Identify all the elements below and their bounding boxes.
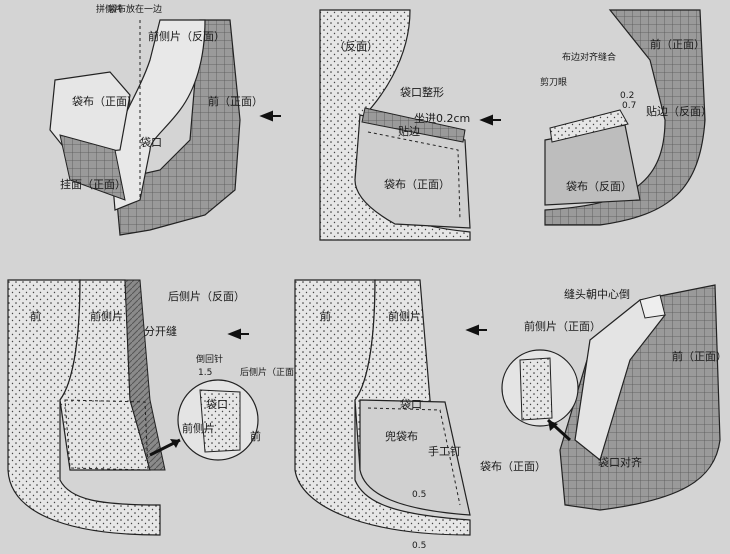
facing xyxy=(59,134,126,201)
label-set-in: 坐进0.2cm xyxy=(414,112,470,125)
back-side-piece xyxy=(124,279,166,471)
label-front-side: 前侧片 xyxy=(90,309,123,323)
label-front: 前 xyxy=(30,309,41,323)
label-0-5-a: 0.5 xyxy=(412,490,426,500)
label-front-side-reverse: 前侧片（反面） xyxy=(148,29,225,43)
label-front-side: 前侧片 xyxy=(388,309,421,323)
label-pocket-mouth: 袋口 xyxy=(206,397,228,411)
label-back-side-face: 后侧片（正面） xyxy=(240,366,303,378)
label-bag-reverse: 袋布（反面） xyxy=(566,179,632,193)
panel-2: （反面） 袋口整形 坐进0.2cm 贴边 袋布（正面） xyxy=(319,9,471,241)
label-bag-face: 袋布（正面） xyxy=(384,177,450,191)
label-side-panel: 拼侧片 xyxy=(96,3,123,15)
left-arrow-icon xyxy=(259,110,281,122)
label-facing-face: 挂面（正面） xyxy=(60,177,126,191)
stitch-line xyxy=(367,407,461,506)
left-arrow-icon xyxy=(479,114,501,126)
pocket-bag xyxy=(354,114,471,229)
lining-tabs xyxy=(639,294,666,319)
label-back-side-reverse: 后侧片（反面） xyxy=(168,290,245,303)
label-front-side-face: 前侧片（正面） xyxy=(524,319,601,333)
label-open-seam: 分开缝 xyxy=(144,324,177,338)
panel-5: 前 前侧片 袋口 兜袋布 手工钉 袋布（正面） 0.5 0.5 xyxy=(294,279,546,551)
label-bag-face: 袋布（正面） xyxy=(72,94,138,108)
label-0-7: 0.7 xyxy=(622,101,636,111)
label-reverse: （反面） xyxy=(334,40,378,53)
front-side-piece xyxy=(59,279,151,471)
label-0-2: 0.2 xyxy=(620,91,634,101)
front-piece xyxy=(544,9,706,226)
label-front: 前 xyxy=(320,309,331,323)
front-side-piece xyxy=(109,19,206,211)
pocket-outline xyxy=(64,399,149,471)
front-piece xyxy=(114,19,241,236)
facing-strip xyxy=(361,107,466,143)
label-1-5: 1.5 xyxy=(198,368,212,378)
label-0-5-b: 0.5 xyxy=(412,541,426,551)
label-pocket-mouth: 袋口 xyxy=(400,397,422,411)
label-edge-align: 布边对齐缝合 xyxy=(562,51,616,63)
label-bag-face: 袋布（正面） xyxy=(480,459,546,473)
pocket-bag xyxy=(49,71,131,156)
stitch-line xyxy=(367,131,461,221)
label-pocket-bag: 兜袋布 xyxy=(385,429,418,443)
label-seam-to-center: 缝头朝中心倒 xyxy=(564,287,630,301)
label-front-side-zoom: 前侧片 xyxy=(182,421,215,435)
pocket-bag xyxy=(359,399,471,516)
left-arrow-icon xyxy=(227,328,249,340)
panel-1: 拼侧片 袋布放在一边 前侧片（反面） 袋布（正面） 前（正面） 袋口 挂面（正面… xyxy=(49,3,263,236)
label-front-face: 前（正面） xyxy=(650,37,705,51)
label-front-zoom: 前 xyxy=(250,429,261,443)
facing-strip xyxy=(549,109,629,143)
label-pocket-align: 袋口对齐 xyxy=(598,455,642,469)
label-pocket-mouth: 袋口 xyxy=(140,135,162,149)
label-front-face: 前（正面） xyxy=(208,94,263,108)
label-notch: 剪刀眼 xyxy=(540,76,567,88)
label-backstitch: 倒回针 xyxy=(196,353,223,365)
panel-6: 缝头朝中心倒 前侧片（正面） 前（正面） 袋口对齐 xyxy=(501,284,727,511)
label-facing: 贴边 xyxy=(398,124,420,138)
label-bag-aside: 袋布放在一边 xyxy=(108,3,162,15)
label-hand-tack: 手工钉 xyxy=(428,444,461,458)
label-facing-reverse: 贴边（反面） xyxy=(646,104,712,118)
left-arrow-icon xyxy=(465,324,487,336)
label-front-face: 前（正面） xyxy=(672,349,727,363)
panel-3: 前（正面） 布边对齐缝合 剪刀眼 0.2 0.7 贴边（反面） 袋布（反面） xyxy=(540,9,712,226)
label-pocket-shaping: 袋口整形 xyxy=(400,85,444,99)
panel-4: 前 前侧片 后侧片（反面） 分开缝 倒回针 1.5 后侧片（正面） 袋口 前侧片… xyxy=(7,279,303,536)
